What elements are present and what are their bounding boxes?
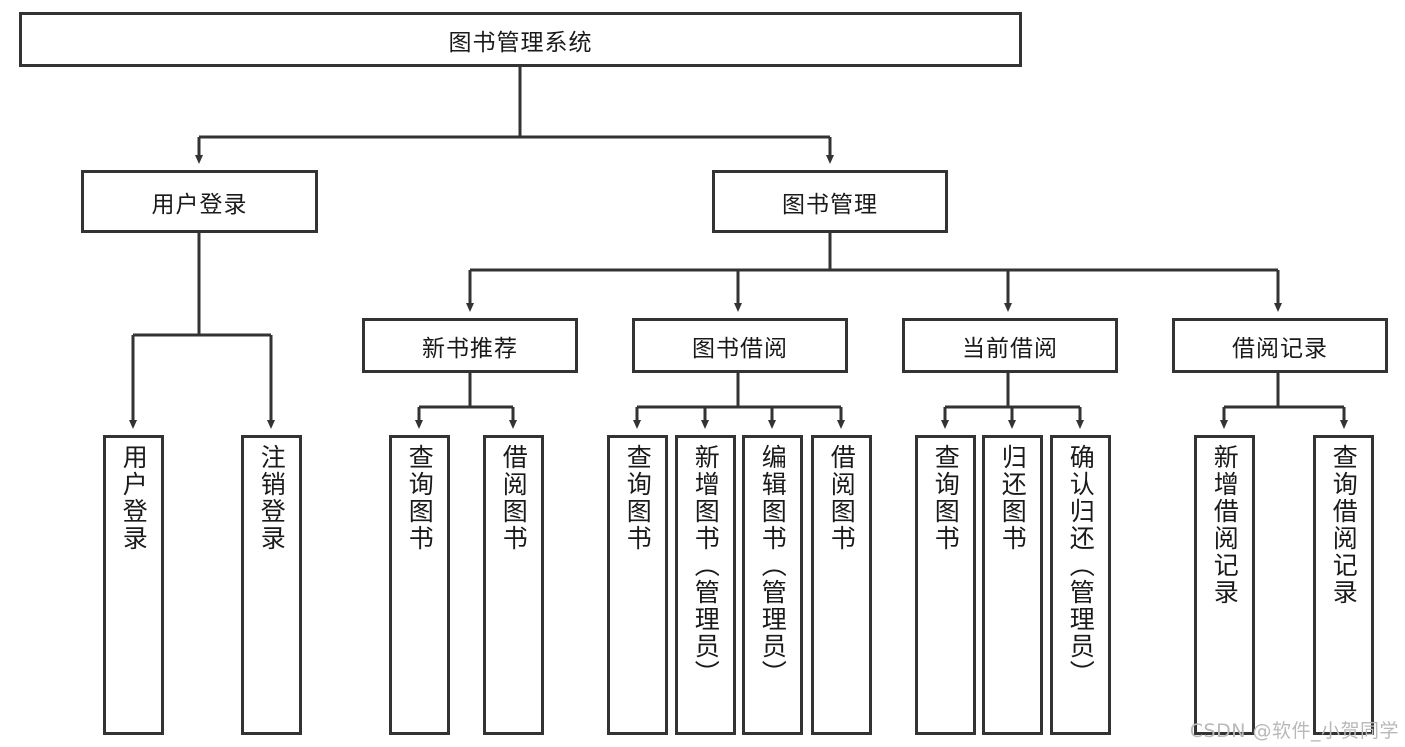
node-label: 归还图书 bbox=[998, 444, 1028, 552]
node-leaf-confirm-return-admin[interactable]: 确认归还（管理员） bbox=[1050, 435, 1111, 735]
node-leaf-query-book-borrow[interactable]: 查询图书 bbox=[607, 435, 668, 735]
node-book-management[interactable]: 图书管理 bbox=[712, 170, 948, 233]
node-label: 图书管理 bbox=[782, 191, 878, 218]
node-label: 查询图书 bbox=[405, 444, 435, 552]
node-label: 查询图书 bbox=[931, 444, 961, 552]
node-root-system[interactable]: 图书管理系统 bbox=[19, 12, 1022, 67]
node-label: 借阅记录 bbox=[1232, 335, 1328, 362]
node-user-login[interactable]: 用户登录 bbox=[81, 170, 318, 233]
node-label: 注销登录 bbox=[257, 444, 287, 552]
node-leaf-query-book-current[interactable]: 查询图书 bbox=[915, 435, 976, 735]
node-leaf-return-book[interactable]: 归还图书 bbox=[982, 435, 1043, 735]
node-leaf-borrow-book[interactable]: 借阅图书 bbox=[811, 435, 872, 735]
node-leaf-user-login[interactable]: 用户登录 bbox=[103, 435, 164, 735]
node-leaf-user-logout[interactable]: 注销登录 bbox=[241, 435, 302, 735]
node-label: 确认归还（管理员） bbox=[1066, 444, 1096, 687]
node-label: 用户登录 bbox=[151, 191, 248, 218]
node-current-borrow[interactable]: 当前借阅 bbox=[902, 318, 1118, 373]
node-label: 借阅图书 bbox=[827, 444, 857, 552]
node-leaf-add-book-admin[interactable]: 新增图书（管理员） bbox=[675, 435, 736, 735]
node-borrow-record[interactable]: 借阅记录 bbox=[1172, 318, 1388, 373]
node-leaf-query-book-recommend[interactable]: 查询图书 bbox=[389, 435, 450, 735]
node-label: 编辑图书（管理员） bbox=[758, 444, 788, 687]
node-label: 查询图书 bbox=[623, 444, 653, 552]
node-leaf-borrow-book-recommend[interactable]: 借阅图书 bbox=[483, 435, 544, 735]
node-label: 借阅图书 bbox=[499, 444, 529, 552]
node-leaf-query-borrow-record[interactable]: 查询借阅记录 bbox=[1313, 435, 1374, 735]
node-label: 查询借阅记录 bbox=[1329, 444, 1359, 606]
node-leaf-edit-book-admin[interactable]: 编辑图书（管理员） bbox=[742, 435, 803, 735]
node-label: 新书推荐 bbox=[422, 335, 518, 362]
node-label: 用户登录 bbox=[119, 444, 149, 552]
node-label: 图书管理系统 bbox=[448, 29, 593, 56]
node-label: 图书借阅 bbox=[692, 335, 788, 362]
node-label: 新增借阅记录 bbox=[1210, 444, 1240, 606]
node-label: 新增图书（管理员） bbox=[691, 444, 721, 687]
node-leaf-add-borrow-record[interactable]: 新增借阅记录 bbox=[1194, 435, 1255, 735]
node-book-borrow[interactable]: 图书借阅 bbox=[632, 318, 848, 373]
node-new-book-recommend[interactable]: 新书推荐 bbox=[362, 318, 578, 373]
node-label: 当前借阅 bbox=[962, 335, 1058, 362]
